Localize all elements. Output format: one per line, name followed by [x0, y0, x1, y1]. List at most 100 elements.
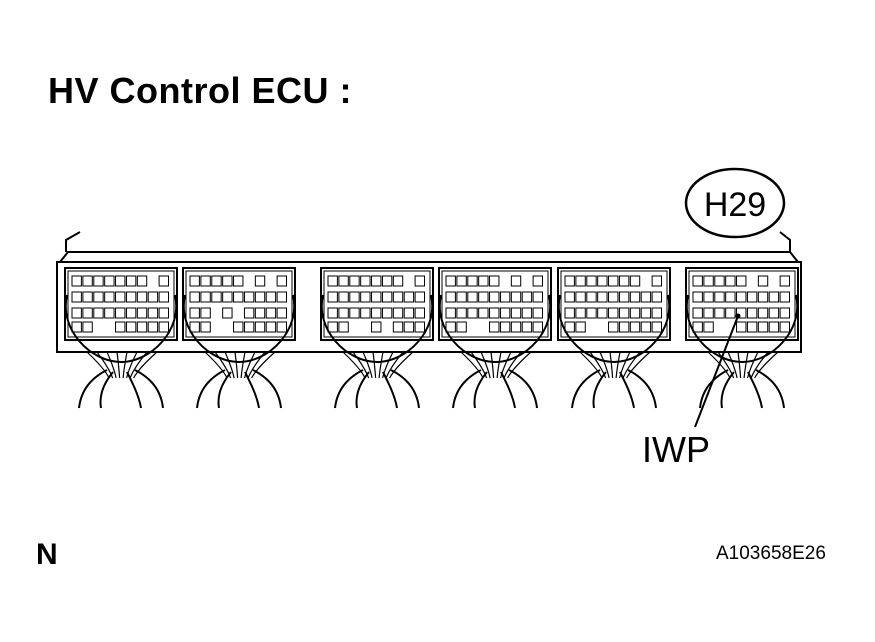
pin: [125, 307, 137, 319]
connector-id-label: H29: [704, 186, 766, 224]
pin: [532, 275, 543, 287]
pin: [254, 275, 266, 287]
pin: [564, 307, 575, 319]
pin: [608, 307, 619, 319]
pin: [71, 321, 82, 333]
pin: [71, 291, 82, 303]
pin: [478, 291, 489, 303]
pin: [349, 275, 360, 287]
connector-block: [685, 267, 799, 364]
pin: [714, 275, 725, 287]
terminal-label: IWP: [642, 429, 710, 470]
pin: [115, 307, 126, 319]
pin: [456, 321, 467, 333]
connector-block: [64, 267, 178, 364]
pin: [692, 321, 703, 333]
harness-bundle: [571, 351, 657, 409]
pin: [371, 291, 382, 303]
connector-block: [438, 267, 552, 364]
connector-boot: [64, 294, 178, 364]
pin: [489, 307, 500, 319]
pin: [360, 275, 371, 287]
pin: [147, 307, 159, 319]
pin: [510, 321, 522, 333]
pin: [703, 275, 714, 287]
pin: [640, 321, 652, 333]
pin: [254, 321, 266, 333]
pin: [211, 275, 222, 287]
pin: [115, 275, 126, 287]
pin: [725, 275, 736, 287]
pin: [115, 291, 126, 303]
pin: [327, 307, 338, 319]
pin: [703, 307, 714, 319]
pin: [93, 307, 104, 319]
pin: [779, 307, 790, 319]
pin: [651, 307, 662, 319]
pin: [349, 291, 360, 303]
pin: [136, 275, 148, 287]
pin: [392, 321, 404, 333]
pin: [414, 275, 426, 287]
pin: [71, 275, 82, 287]
pin: [532, 291, 543, 303]
pin: [276, 307, 288, 319]
pin: [414, 291, 426, 303]
pin: [575, 291, 586, 303]
pin: [189, 291, 200, 303]
pin: [736, 291, 747, 303]
pin: [499, 321, 511, 333]
pin: [104, 275, 115, 287]
pin: [532, 321, 543, 333]
pin: [768, 321, 780, 333]
pin: [456, 275, 467, 287]
pin: [629, 307, 641, 319]
harness-bundle: [196, 351, 282, 409]
pin: [276, 275, 288, 287]
pin: [327, 291, 338, 303]
pin: [575, 321, 586, 333]
pin: [360, 307, 371, 319]
pin: [82, 307, 93, 319]
pin: [564, 321, 575, 333]
pin: [629, 291, 641, 303]
pin: [746, 307, 758, 319]
pin: [692, 275, 703, 287]
pin: [456, 307, 467, 319]
pin: [222, 275, 233, 287]
pin: [714, 307, 725, 319]
pin: [338, 275, 349, 287]
pin: [158, 321, 170, 333]
pin: [489, 275, 500, 287]
pin: [243, 307, 255, 319]
terminal-leader-line: [694, 315, 739, 428]
connector-boot: [438, 294, 552, 364]
pin: [757, 321, 769, 333]
pin: [521, 321, 533, 333]
pin: [136, 291, 148, 303]
pin: [327, 275, 338, 287]
pin: [608, 291, 619, 303]
pin: [414, 321, 426, 333]
pin: [499, 307, 511, 319]
connector-blocks: [64, 267, 799, 364]
pin: [222, 307, 233, 319]
pin: [586, 291, 597, 303]
pin: [381, 291, 393, 303]
pin: [360, 291, 371, 303]
pin: [189, 275, 200, 287]
pin: [200, 291, 211, 303]
pin: [499, 291, 511, 303]
pin: [158, 307, 170, 319]
pin: [254, 307, 266, 319]
pin: [467, 291, 478, 303]
pin: [768, 307, 780, 319]
pin: [618, 275, 630, 287]
figure-code: A103658E26: [716, 543, 826, 564]
pin: [392, 307, 404, 319]
pin: [381, 275, 393, 287]
pin: [349, 307, 360, 319]
pin: [189, 307, 200, 319]
pin: [327, 321, 338, 333]
